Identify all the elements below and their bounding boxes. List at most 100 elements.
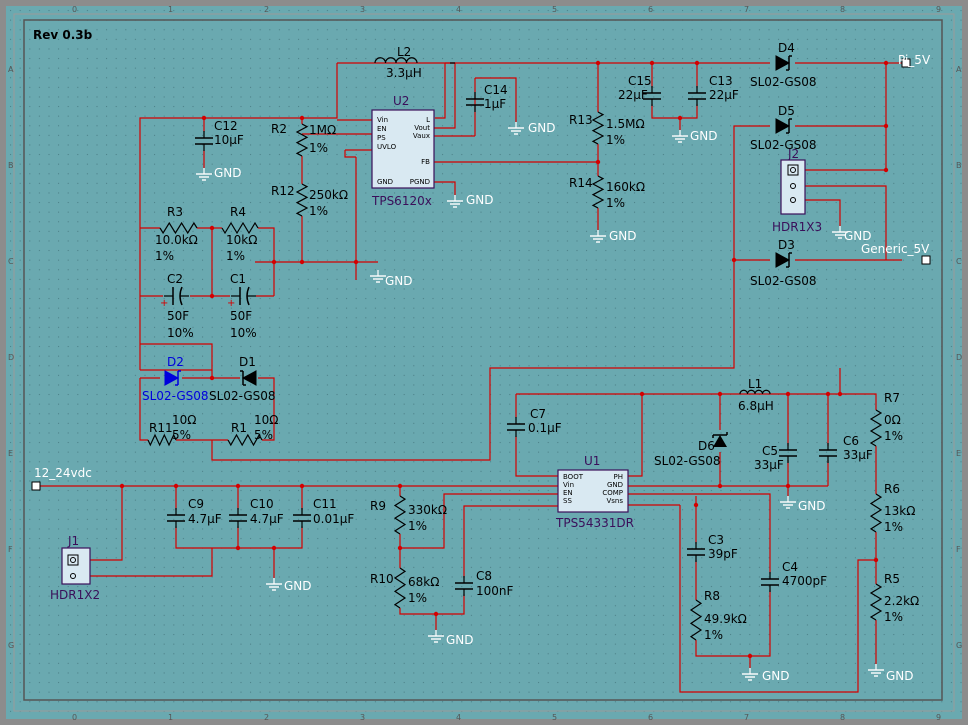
junction-dot <box>785 483 791 489</box>
diode-d3[interactable] <box>775 252 792 268</box>
capacitor-c6[interactable] <box>819 443 837 463</box>
capacitor-c13[interactable] <box>688 86 706 106</box>
capacitor-c2[interactable]: + <box>160 286 189 309</box>
c12-val: 10µF <box>214 133 244 147</box>
resistor-r12[interactable] <box>295 183 309 217</box>
gnd-j2-label: GND <box>844 229 872 243</box>
resistor-r4[interactable] <box>221 221 259 235</box>
c6-ref: C6 <box>843 434 859 448</box>
ic-pin-label: EN <box>563 489 573 497</box>
ruler-col: 8 <box>840 713 845 722</box>
ruler-row: F <box>8 545 13 554</box>
resistor-r9[interactable] <box>393 495 407 535</box>
diode-d6[interactable] <box>712 432 728 447</box>
capacitor-c5[interactable] <box>779 443 797 463</box>
ruler-col: 7 <box>744 5 749 14</box>
resistor-r8[interactable] <box>689 599 703 641</box>
c1-val: 50F <box>230 309 252 323</box>
resistor-r7[interactable] <box>869 409 883 447</box>
r1-val: 10Ω <box>254 413 278 427</box>
port-generic5v[interactable]: Generic_5V <box>861 242 931 265</box>
resistor-r11[interactable] <box>147 433 177 447</box>
resistor-r3[interactable] <box>159 221 198 235</box>
r14-tol: 1% <box>606 196 625 210</box>
ic-pin-label: PGND <box>410 178 430 186</box>
capacitor-c15[interactable] <box>643 86 661 106</box>
ruler-row: G <box>8 641 14 650</box>
r10-tol: 1% <box>408 591 427 605</box>
diode-d5[interactable] <box>775 118 792 134</box>
ic-pin-label: FB <box>421 158 430 166</box>
capacitor-c12[interactable] <box>195 131 213 151</box>
junction-dot <box>837 391 843 397</box>
j2-val: HDR1X3 <box>772 220 822 234</box>
gnd-c12-label: GND <box>214 166 242 180</box>
ic-pin-label: PS <box>377 134 386 142</box>
r6-tol: 1% <box>884 520 903 534</box>
capacitor-c10[interactable] <box>229 508 247 528</box>
gnd-r8: GND <box>762 669 790 683</box>
ic-pin-label: Vaux <box>413 132 430 140</box>
junction-dot <box>883 60 889 66</box>
r6-val: 13kΩ <box>884 504 915 518</box>
ground-symbols: GND GND GND GND GND GND GND GND GND GND … <box>214 121 914 683</box>
capacitor-c11[interactable] <box>293 508 311 528</box>
port-vin[interactable]: 12_24vdc <box>31 466 92 491</box>
r13-val: 1.5MΩ <box>606 117 645 131</box>
component-layer: ++ <box>119 55 889 681</box>
r9-val: 330kΩ <box>408 503 447 517</box>
ruler-col: 1 <box>168 713 173 722</box>
diode-d4[interactable] <box>775 55 792 71</box>
connector-j2[interactable]: J2 HDR1X3 <box>772 147 822 234</box>
c8-val: 100nF <box>476 584 514 598</box>
junction-dot <box>299 115 305 121</box>
r5-val: 2.2kΩ <box>884 594 919 608</box>
j1-ref: J1 <box>67 534 79 548</box>
junction-dot <box>299 483 305 489</box>
resistor-r2[interactable] <box>295 123 309 157</box>
d2-ref: D2 <box>167 355 184 369</box>
resistor-r1[interactable] <box>227 433 263 447</box>
connector-j1[interactable]: J1 HDR1X2 <box>50 534 100 602</box>
c3-val: 39pF <box>708 547 738 561</box>
port-pi5v[interactable]: Pi_5V <box>898 53 931 68</box>
diode-d1[interactable] <box>240 370 257 386</box>
c2-ref: C2 <box>167 272 183 286</box>
ic-u2[interactable]: U2 TPS6120x VinENPSUVLOGNDLVoutVauxFBPGN… <box>371 94 435 208</box>
c11-ref: C11 <box>313 497 337 511</box>
ruler-row: A <box>8 65 14 74</box>
ruler-row: C <box>956 257 962 266</box>
capacitor-c4[interactable] <box>761 572 779 592</box>
capacitor-c7[interactable] <box>507 417 525 437</box>
l1-ref: L1 <box>748 377 762 391</box>
resistor-r14[interactable] <box>591 175 605 209</box>
ic-pin-label: SS <box>563 497 572 505</box>
capacitor-c9[interactable] <box>167 508 185 528</box>
d6-ref: D6 <box>698 439 715 453</box>
resistor-r5[interactable] <box>869 583 883 621</box>
capacitor-c14[interactable] <box>466 92 484 112</box>
junction-dot <box>649 60 655 66</box>
capacitor-c8[interactable] <box>455 576 473 596</box>
junction-dot <box>119 483 125 489</box>
diode-d2[interactable] <box>164 370 181 386</box>
capacitor-c3[interactable] <box>687 542 705 562</box>
capacitor-c1[interactable]: + <box>227 286 256 309</box>
resistor-r13[interactable] <box>591 111 605 145</box>
inductor-l1[interactable] <box>739 389 771 395</box>
resistor-r6[interactable] <box>869 493 883 533</box>
ruler-col: 3 <box>360 5 365 14</box>
gnd-u2: GND <box>466 193 494 207</box>
resistor-r10[interactable] <box>393 567 407 609</box>
ruler-row: B <box>956 161 962 170</box>
d4-ref: D4 <box>778 41 795 55</box>
gnd-c13: GND <box>690 129 718 143</box>
gnd-symbol-r14 <box>590 230 606 243</box>
junction-dot <box>209 293 215 299</box>
junction-dot <box>271 545 277 551</box>
inductor-l2[interactable] <box>374 57 418 64</box>
junction-dot <box>397 483 403 489</box>
